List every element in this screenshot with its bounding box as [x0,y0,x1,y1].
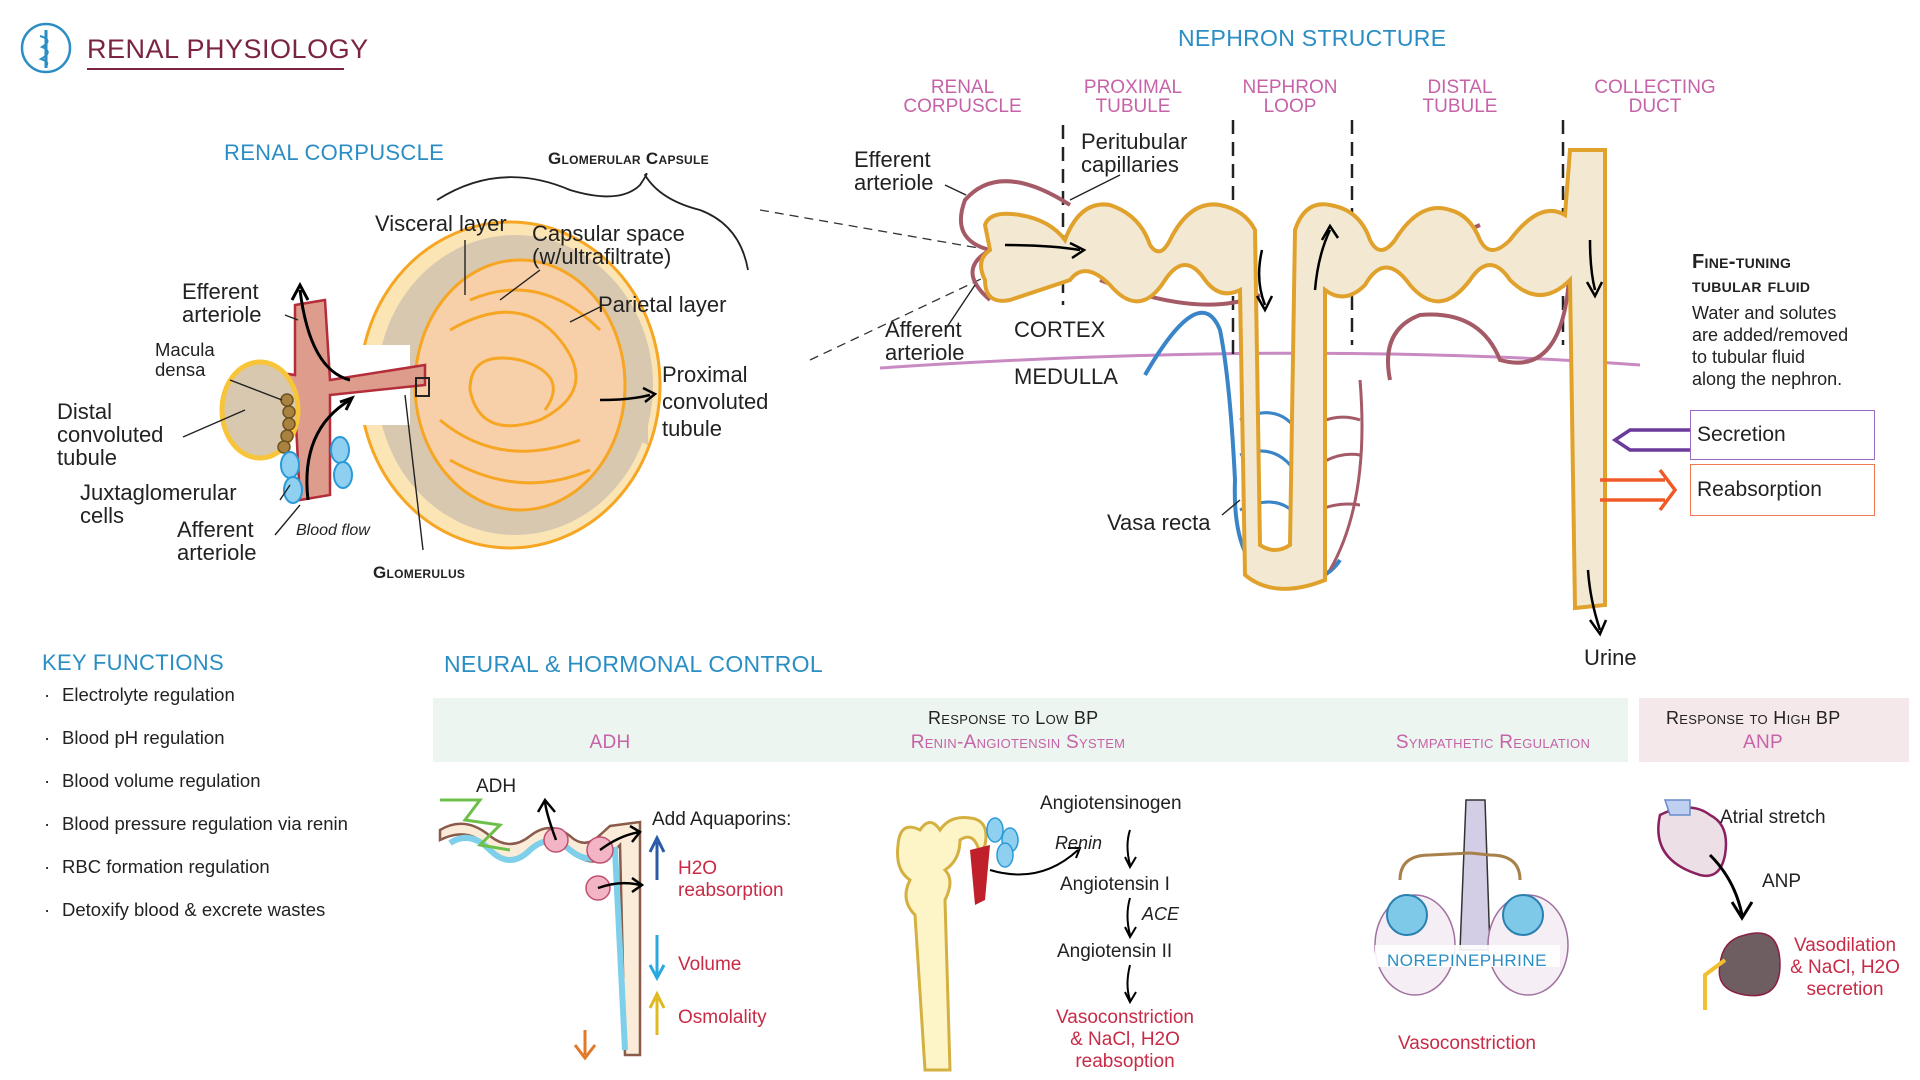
reabsorption-arrow [1600,468,1678,512]
column-anp: ANP [1743,732,1783,753]
key-function-item: ·Blood volume regulation [44,770,261,791]
key-function-item: ·Electrolyte regulation [44,684,235,705]
cortex-label: CORTEX [1014,317,1106,342]
vasa-recta-label: Vasa recta [1107,510,1211,535]
raas-result-label: Vasoconstriction & NaCl, H2O reabsoption [1056,1007,1194,1072]
renal-corpuscle-title: RENAL CORPUSCLE [224,140,445,165]
sympathetic-result-label: Vasoconstriction [1398,1033,1536,1054]
ace-label: ACE [1142,904,1180,924]
angiotensin-1-label: Angiotensin I [1060,874,1170,895]
macula-densa-label: Macula densa [155,339,215,380]
angiotensin-2-label: Angiotensin II [1057,941,1173,962]
key-function-item: ·Detoxify blood & excrete wastes [44,899,326,920]
glomerular-capsule-label: Glomerular Capsule [548,149,709,168]
page-title: RENAL PHYSIOLOGY [87,34,369,64]
nephron-tubule [979,148,1607,611]
cortex-medulla-boundary [879,351,1641,370]
capsule-brace [436,172,749,271]
add-aquaporins-label: Add Aquaporins: [652,809,792,830]
logo [20,22,72,74]
raas-drawing [896,816,1137,1072]
distal-tubule [219,359,301,461]
glomerulus-label: Glomerulus [373,563,466,582]
secretion-label: Secretion [1697,423,1786,446]
nephron-structure-title: NEPHRON STRUCTURE [1178,25,1447,51]
renin-label: Renin [1055,833,1103,853]
juxtaglomerular-cells [280,436,353,504]
norepinephrine-label: NOREPINEPHRINE [1387,951,1548,970]
h2o-reabsorption-label: H2O reabsorption [678,858,784,901]
urine-label: Urine [1584,645,1637,670]
adh-drawing [438,797,666,1061]
fine-tuning-title: Fine-tuning tubular fluid [1692,251,1811,297]
efferent-arteriole-label: Efferent arteriole [182,279,262,327]
high-bp-heading: Response to High BP [1666,708,1841,728]
fine-tuning-description: Water and solutes are added/removed to t… [1692,303,1849,389]
key-functions-title: KEY FUNCTIONS [42,650,224,675]
parietal-layer-label: Parietal layer [598,292,727,317]
column-sympathetic: Sympathetic Regulation [1395,732,1591,753]
key-function-item: ·RBC formation regulation [44,856,270,877]
low-bp-band [433,698,1628,762]
angiotensinogen-label: Angiotensinogen [1040,793,1182,814]
atrial-stretch-label: Atrial stretch [1720,807,1826,828]
column-adh: ADH [589,732,631,753]
secretion-arrow [1611,428,1690,452]
reabsorption-label: Reabsorption [1697,478,1822,501]
renal-corpuscle-drawing [182,172,1001,551]
key-function-item: ·Blood pressure regulation via renin [44,813,348,834]
blood-flow-label: Blood flow [296,522,370,539]
osmolality-label: Osmolality [678,1007,767,1028]
control-title: NEURAL & HORMONAL CONTROL [444,651,823,677]
medulla-label: MEDULLA [1014,364,1118,389]
key-functions-list: ·Electrolyte regulation ·Blood pH regula… [44,684,348,942]
glomerulus [413,258,627,512]
anp-label: ANP [1762,871,1802,892]
high-bp-band [1639,698,1909,762]
nephron-drawing [879,120,1690,637]
visceral-layer-label: Visceral layer [375,211,507,236]
sympathetic-drawing [1374,799,1569,996]
reabsorption-box: Reabsorption [1690,464,1875,516]
secretion-box: Secretion [1690,410,1875,460]
caduceus-icon [20,22,72,74]
volume-label: Volume [678,954,742,975]
juxtaglomerular-label: Juxtaglomerular cells [80,480,237,528]
column-raas: Renin-Angiotensin System [910,732,1126,753]
title-underline [87,68,344,70]
low-bp-heading: Response to Low BP [928,708,1099,728]
anp-result-label: Vasodilation & NaCl, H2O secretion [1790,935,1900,1000]
afferent-arteriole-label: Afferent arteriole [177,517,257,565]
distal-tubule-label: Distal convoluted tubule [57,399,164,470]
anp-drawing [1657,799,1781,1010]
proximal-tubule-label: Proximal convoluted tubule [662,362,769,441]
adh-label: ADH [476,776,517,797]
key-function-item: ·Blood pH regulation [44,727,225,748]
capsular-space-label: Capsular space (w/ultrafiltrate) [532,221,685,269]
